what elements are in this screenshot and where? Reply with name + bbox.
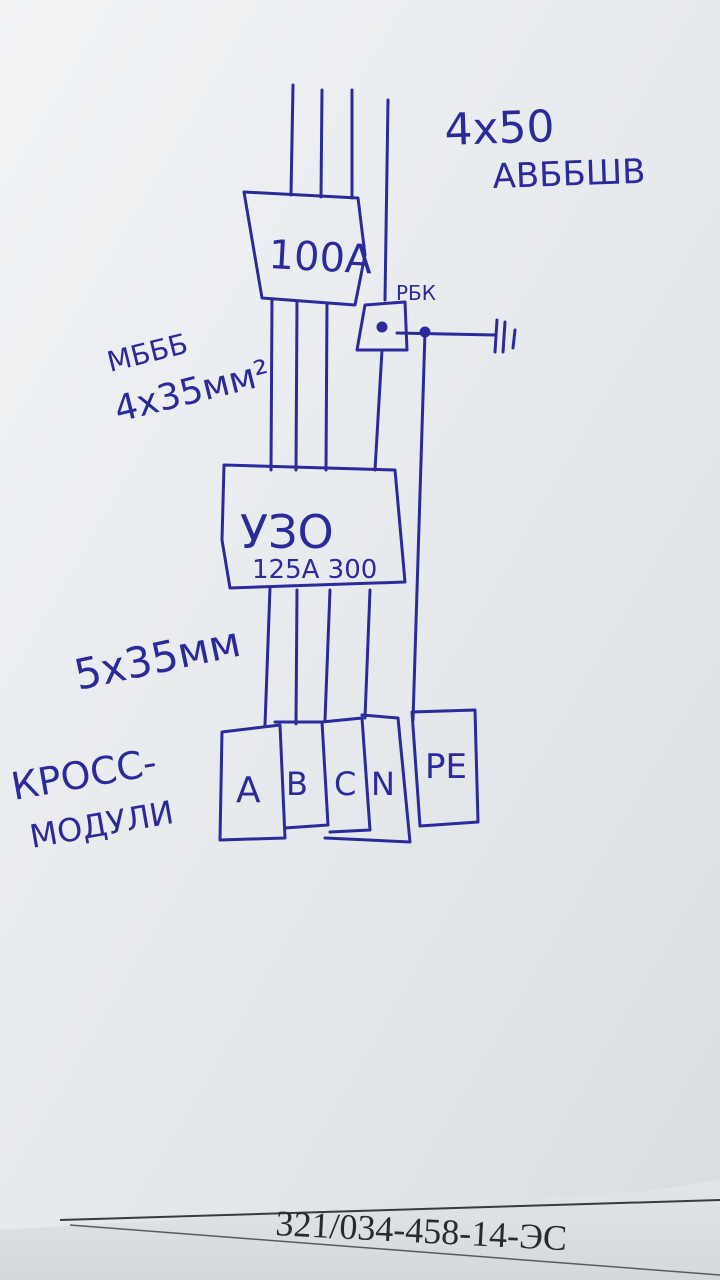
module-pe-box [410, 708, 480, 828]
pe-split-box [355, 300, 409, 352]
module-n-label: N [371, 765, 395, 803]
breaker-box [242, 190, 367, 307]
mid-wires [269, 298, 427, 722]
module-c-box [320, 716, 372, 834]
module-n-box [323, 713, 412, 844]
out-wires [263, 586, 372, 727]
module-a-label: A [236, 770, 261, 811]
paper-edge-lower [69, 1224, 720, 1276]
module-a-box [218, 723, 287, 842]
paper-edge [59, 1199, 720, 1221]
breaker-label: 100А [267, 232, 374, 283]
module-pe-label: PE [425, 747, 467, 787]
cross-modules [218, 708, 480, 844]
split-node [376, 321, 388, 333]
rcd-name: УЗО [240, 505, 334, 559]
cable-input-type: АВББШВ [492, 152, 646, 197]
incoming-wires [289, 83, 390, 302]
ground-icon [493, 318, 517, 354]
cable-input-spec: 4x50 [444, 101, 556, 156]
pe-split-label: РБК [396, 281, 436, 305]
rcd-box [220, 463, 407, 590]
ground-wire [395, 331, 497, 337]
paper-sheet [0, 0, 720, 1230]
module-c-label: C [334, 765, 356, 803]
rcd-rating: 125А 300 [252, 555, 377, 585]
module-b-label: B [286, 765, 308, 803]
module-b-box [273, 720, 330, 830]
